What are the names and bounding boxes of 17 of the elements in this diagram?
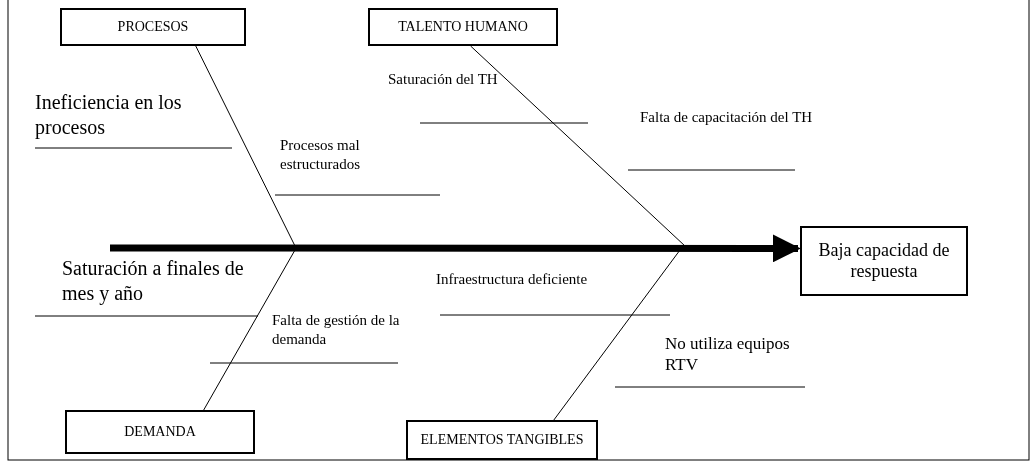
cause-label: No utiliza equipos RTV <box>665 333 791 376</box>
category-box: DEMANDA <box>65 410 255 454</box>
cause-label: Procesos mal estructurados <box>280 136 361 174</box>
cause-label: Falta de capacitación del TH <box>640 108 814 127</box>
branch-line <box>203 249 296 411</box>
cause-label: Saturación del TH <box>388 70 499 89</box>
category-box: PROCESOS <box>60 8 246 46</box>
branch-line <box>553 249 681 421</box>
category-box: ELEMENTOS TANGIBLES <box>406 420 598 460</box>
cause-label: Ineficiencia en los procesos <box>35 90 183 140</box>
cause-label: Saturación a finales de mes y año <box>62 256 245 306</box>
branch-line <box>470 45 686 247</box>
cause-label: Falta de gestión de la demanda <box>272 311 401 349</box>
effect-box: Baja capacidad de respuesta <box>800 226 968 296</box>
category-box: TALENTO HUMANO <box>368 8 558 46</box>
branch-line <box>195 45 296 247</box>
cause-label: Infraestructura deficiente <box>436 270 589 289</box>
